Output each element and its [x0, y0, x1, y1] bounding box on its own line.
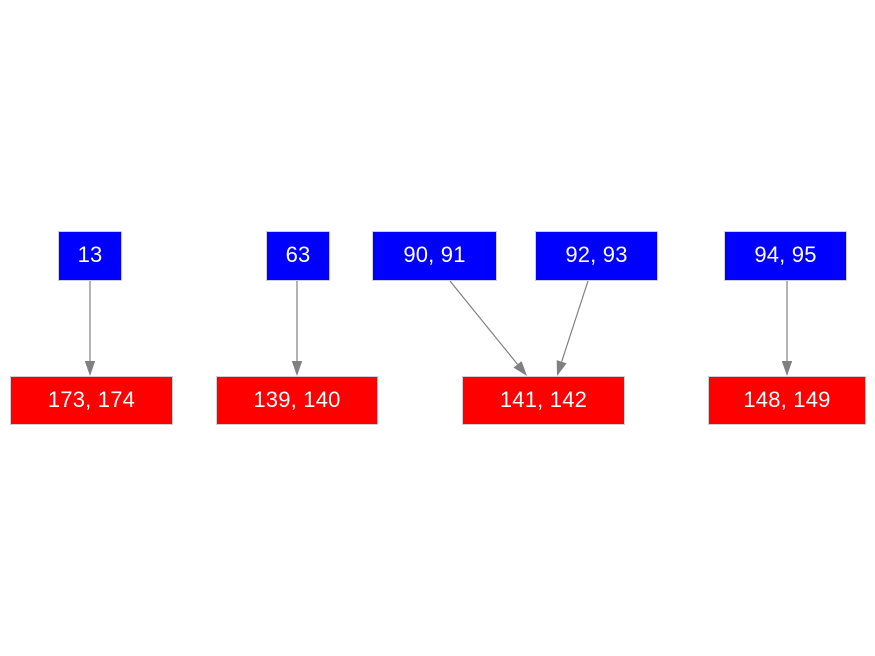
- graph-edge-e1: [84, 281, 96, 376]
- graph-node-n139_140[interactable]: 139, 140: [216, 376, 378, 425]
- graph-edge-e3: [449, 280, 527, 376]
- graph-node-label: 94, 95: [754, 242, 817, 267]
- graph-node-n90_91[interactable]: 90, 91: [372, 231, 497, 281]
- edge-shaft: [449, 280, 519, 365]
- graph-node-n148_149[interactable]: 148, 149: [708, 376, 866, 425]
- graph-node-label: 90, 91: [403, 242, 466, 267]
- edge-arrowhead-icon: [84, 361, 96, 376]
- graph-node-n92_93[interactable]: 92, 93: [535, 231, 658, 281]
- graph-node-label: 141, 142: [499, 386, 588, 412]
- graph-node-n173_174[interactable]: 173, 174: [10, 376, 173, 425]
- graph-node-n63[interactable]: 63: [266, 231, 330, 281]
- graph-node-n13[interactable]: 13: [58, 231, 122, 281]
- edge-arrowhead-icon: [781, 361, 793, 376]
- edge-shaft: [561, 280, 589, 362]
- graph-node-n94_95[interactable]: 94, 95: [724, 231, 847, 281]
- edge-arrowhead-icon: [556, 360, 567, 376]
- graph-node-n141_142[interactable]: 141, 142: [462, 376, 625, 425]
- graph-node-label: 92, 93: [565, 242, 628, 267]
- graph-edge-e5: [781, 281, 793, 376]
- graph-node-label: 148, 149: [743, 386, 831, 412]
- graph-edge-e2: [291, 281, 303, 376]
- graph-node-label: 13: [77, 242, 103, 267]
- edge-arrowhead-icon: [291, 361, 303, 376]
- edge-arrowhead-icon: [513, 361, 527, 376]
- graph-node-label: 63: [285, 242, 311, 267]
- graph-node-label: 139, 140: [253, 386, 341, 412]
- graph-node-label: 173, 174: [47, 386, 136, 412]
- graph-edge-e4: [556, 280, 589, 376]
